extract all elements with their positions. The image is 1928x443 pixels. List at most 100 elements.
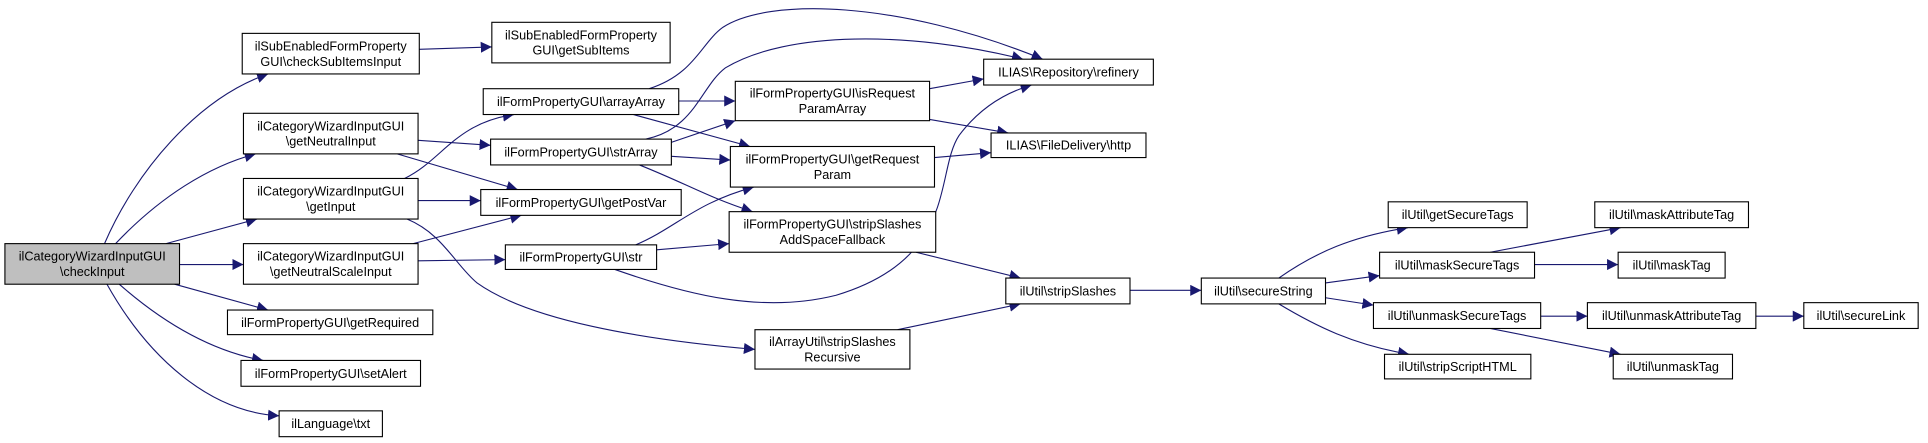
node-label: ilUtil\maskTag (1633, 259, 1711, 273)
node-label: GUI\checkSubItemsInput (260, 55, 401, 69)
edge-get-neutral-input-to-get-post-var (397, 153, 518, 192)
node-label: ilSubEnabledFormProperty (255, 39, 408, 53)
node-label: ILIAS\FileDelivery\http (1006, 139, 1131, 153)
node-box (278, 410, 383, 438)
node-box (1586, 302, 1757, 330)
node-mask-secure-tags[interactable]: ilUtil\maskSecureTags (1379, 251, 1536, 279)
node-check-input[interactable]: ilCategoryWizardInputGUI\checkInput (4, 243, 181, 285)
edge-get-neutral-scale-input-to-str (418, 254, 506, 266)
node-box (990, 132, 1147, 159)
node-get-neutral-scale-input[interactable]: ilCategoryWizardInputGUI\getNeutralScale… (242, 243, 419, 285)
edge-check-input-to-get-required (174, 283, 269, 313)
node-box (1379, 251, 1536, 279)
node-unmask-tag[interactable]: ilUtil\unmaskTag (1612, 353, 1734, 380)
edge-str-array-to-refinery (645, 38, 1024, 140)
node-get-secure-tags[interactable]: ilUtil\getSecureTags (1387, 201, 1528, 229)
node-array-array[interactable]: ilFormPropertyGUI\arrayArray (482, 88, 680, 116)
node-label: \checkInput (60, 265, 125, 279)
node-box (983, 58, 1154, 86)
node-label: \getNeutralInput (286, 135, 377, 149)
node-strip-script-html[interactable]: ilUtil\stripScriptHTML (1383, 353, 1532, 380)
node-box (480, 188, 682, 216)
node-label: ilSubEnabledFormProperty (505, 28, 658, 42)
node-box (1383, 353, 1532, 380)
node-box (226, 309, 434, 336)
edge-is-request-param-array-to-http (929, 118, 1009, 137)
node-label: ilUtil\stripScriptHTML (1399, 360, 1517, 374)
edge-get-input-to-strip-slashes-recursive (406, 218, 756, 354)
node-label: ilFormPropertyGUI\getPostVar (496, 196, 667, 210)
node-check-sub-items-input[interactable]: ilSubEnabledFormPropertyGUI\checkSubItem… (241, 32, 420, 75)
node-label: ilUtil\secureString (1214, 284, 1312, 298)
edge-array-array-to-refinery (649, 8, 1043, 90)
node-box (242, 243, 419, 285)
node-box (1005, 277, 1131, 305)
node-box (754, 329, 911, 370)
node-box (1594, 201, 1750, 229)
node-box (1612, 353, 1734, 380)
node-label: \getInput (306, 200, 356, 214)
node-http[interactable]: ILIAS\FileDelivery\http (990, 132, 1147, 159)
node-box (491, 21, 671, 64)
node-get-neutral-input[interactable]: ilCategoryWizardInputGUI\getNeutralInput (242, 112, 419, 155)
node-refinery[interactable]: ILIAS\Repository\refinery (983, 58, 1154, 86)
edge-secure-string-to-get-secure-tags (1278, 223, 1408, 279)
edge-secure-string-to-mask-secure-tags (1325, 271, 1380, 284)
node-txt[interactable]: ilLanguage\txt (278, 410, 383, 438)
node-strip-slashes[interactable]: ilUtil\stripSlashes (1005, 277, 1131, 305)
node-box (242, 112, 419, 155)
node-label: ILIAS\Repository\refinery (998, 66, 1139, 80)
node-set-alert[interactable]: ilFormPropertyGUI\setAlert (240, 359, 422, 387)
node-unmask-secure-tags[interactable]: ilUtil\unmaskSecureTags (1372, 302, 1542, 330)
node-label: ilUtil\getSecureTags (1402, 208, 1514, 222)
node-get-post-var[interactable]: ilFormPropertyGUI\getPostVar (480, 188, 682, 216)
node-box (1372, 302, 1542, 330)
node-box (1803, 302, 1919, 330)
node-label: ilFormPropertyGUI\setAlert (255, 367, 407, 381)
node-box (504, 244, 658, 271)
node-label: ilUtil\unmaskAttributeTag (1602, 309, 1741, 323)
node-box (729, 145, 936, 188)
node-str-array[interactable]: ilFormPropertyGUI\strArray (490, 138, 672, 166)
node-label: ilFormPropertyGUI\str (519, 251, 642, 265)
node-box (734, 80, 931, 122)
edge-secure-string-to-unmask-secure-tags (1325, 297, 1374, 309)
edge-check-input-to-get-neutral-input (115, 151, 256, 245)
node-label: ParamArray (799, 102, 867, 116)
node-box (490, 138, 672, 166)
edge-check-input-to-get-input (165, 216, 258, 245)
node-unmask-attribute-tag[interactable]: ilUtil\unmaskAttributeTag (1586, 302, 1757, 330)
edge-check-input-to-txt (106, 283, 280, 421)
node-label: ilUtil\maskSecureTags (1395, 259, 1519, 273)
node-label: ilFormPropertyGUI\arrayArray (497, 95, 666, 109)
node-box (728, 211, 937, 253)
edge-is-request-param-array-to-refinery (929, 75, 984, 90)
node-label: ilFormPropertyGUI\isRequest (750, 87, 916, 101)
node-label: Param (814, 168, 851, 182)
node-box (1617, 251, 1726, 279)
node-label: ilFormPropertyGUI\getRequired (241, 316, 419, 330)
node-label: ilUtil\stripSlashes (1020, 284, 1116, 298)
edge-get-neutral-scale-input-to-get-post-var (413, 212, 522, 245)
nodes-layer: ilCategoryWizardInputGUI\checkInput ilSub… (4, 21, 1919, 438)
node-strip-slashes-add-space-fallback[interactable]: ilFormPropertyGUI\stripSlashesAddSpaceFa… (728, 211, 937, 253)
node-box (240, 359, 422, 387)
edge-strip-slashes-recursive-to-strip-slashes (897, 300, 1021, 331)
edge-array-array-to-get-request-param (633, 113, 751, 149)
node-label: ilUtil\unmaskSecureTags (1388, 309, 1527, 323)
edge-secure-string-to-strip-script-html (1278, 303, 1410, 358)
node-get-input[interactable]: ilCategoryWizardInputGUI\getInput (242, 177, 419, 220)
node-secure-link[interactable]: ilUtil\secureLink (1803, 302, 1919, 330)
node-get-required[interactable]: ilFormPropertyGUI\getRequired (226, 309, 434, 336)
node-secure-string[interactable]: ilUtil\secureString (1200, 277, 1327, 305)
node-mask-tag[interactable]: ilUtil\maskTag (1617, 251, 1726, 279)
edge-str-to-get-request-param (635, 184, 754, 246)
node-str[interactable]: ilFormPropertyGUI\str (504, 244, 658, 271)
edge-strip-slashes-add-space-fallback-to-strip-slashes (915, 251, 1021, 281)
node-mask-attribute-tag[interactable]: ilUtil\maskAttributeTag (1594, 201, 1750, 229)
